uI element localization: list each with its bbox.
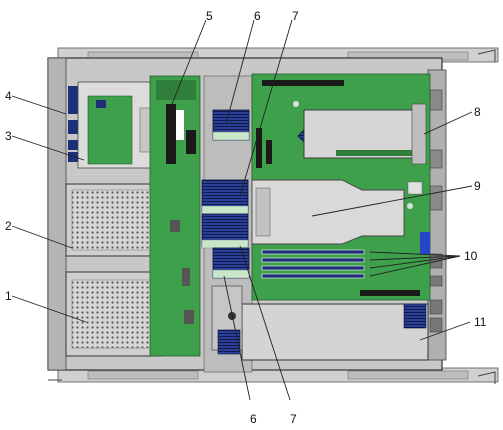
leader-6-top (225, 19, 255, 125)
leader-10a (369, 251, 461, 257)
leader-lines (11, 19, 473, 401)
callout-6-top: 6 (254, 9, 261, 23)
callout-2: 2 (5, 219, 12, 233)
hard-drive-lower (65, 271, 163, 357)
callout-5: 5 (206, 9, 213, 23)
riser-board (149, 75, 201, 357)
rear-io-ports (429, 89, 443, 333)
leader-7-top (239, 19, 293, 197)
fan-3 (201, 213, 249, 249)
memory-dimms (261, 249, 365, 279)
front-bezel (47, 57, 67, 371)
front-panel-leds (68, 86, 78, 162)
leader-6-bottom (223, 275, 251, 401)
callout-4: 4 (5, 89, 12, 103)
fan-2 (201, 179, 249, 215)
leader-1 (11, 295, 87, 323)
power-supply (241, 303, 429, 361)
fan-4 (212, 247, 250, 279)
fan-1 (212, 109, 250, 141)
leader-5 (171, 19, 207, 105)
leader-10d (369, 255, 461, 277)
callout-labels: 1 2 3 4 5 6 7 8 9 10 11 6 7 (5, 9, 487, 426)
leader-2 (11, 225, 73, 249)
leader-4 (11, 95, 67, 115)
callout-11: 11 (474, 315, 487, 329)
leader-9 (311, 185, 473, 217)
small-fan (211, 285, 243, 355)
leader-11 (419, 321, 471, 341)
bottom-rail (48, 367, 499, 384)
leader-10c (369, 255, 461, 269)
callout-3: 3 (5, 129, 12, 143)
front-io-board (77, 81, 163, 169)
callout-7-bottom: 7 (290, 412, 297, 426)
callout-6-bottom: 6 (250, 412, 257, 426)
pci-card (303, 103, 427, 165)
rear-panel (427, 69, 447, 361)
callout-7-top: 7 (292, 9, 299, 23)
leader-10b (369, 255, 461, 261)
callout-1: 1 (5, 289, 12, 303)
leader-3 (11, 135, 85, 161)
callout-8: 8 (474, 105, 481, 119)
callout-10: 10 (464, 249, 478, 263)
callout-9: 9 (474, 179, 481, 193)
air-duct (251, 179, 405, 245)
hard-drive-upper (65, 183, 163, 257)
leader-7-bottom (239, 245, 291, 401)
leader-8 (423, 111, 473, 135)
